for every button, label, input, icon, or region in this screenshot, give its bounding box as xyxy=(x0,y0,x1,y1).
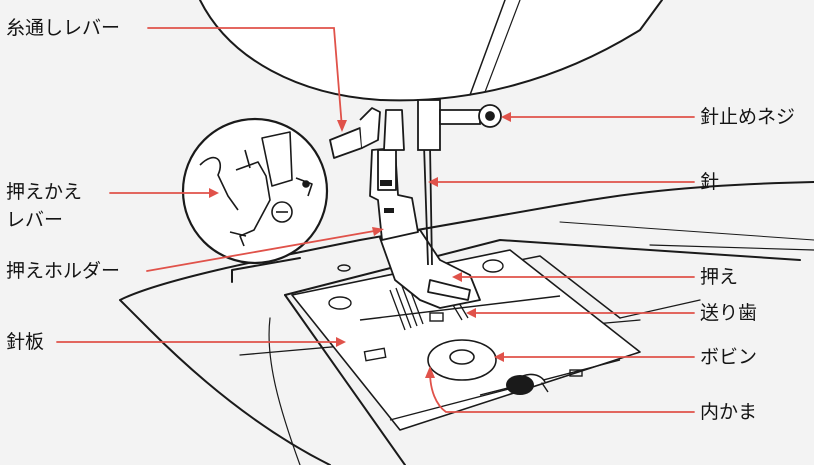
thread-guide-line xyxy=(469,0,506,96)
leader-presser-holder xyxy=(146,229,381,272)
presser-lever-label-line1: 押えかえ xyxy=(6,181,83,203)
presser-lever-label-line2: レバー xyxy=(6,209,64,231)
presser-foot-label: 押え xyxy=(700,266,739,288)
needle-shape xyxy=(423,144,433,266)
feed-dogs-label: 送り歯 xyxy=(700,302,758,324)
feed-dogs xyxy=(389,283,424,331)
detail-inset-circle xyxy=(181,117,329,265)
needle-label: 針 xyxy=(700,171,720,193)
bobbin-label: ボビン xyxy=(700,346,758,368)
leader-thread-lever xyxy=(147,27,343,129)
presser-holder-label: 押えホルダー xyxy=(6,260,121,282)
thread-lever-label: 糸通しレバー xyxy=(6,17,121,39)
machine-head-outline xyxy=(199,0,663,102)
thread-lever-shape xyxy=(329,127,363,159)
machine-bed-outline xyxy=(119,181,814,465)
needle-screw-label: 針止めネジ xyxy=(700,106,796,128)
inner-hook-label: 内かま xyxy=(700,401,758,423)
needle-plate-label: 針板 xyxy=(6,331,45,353)
